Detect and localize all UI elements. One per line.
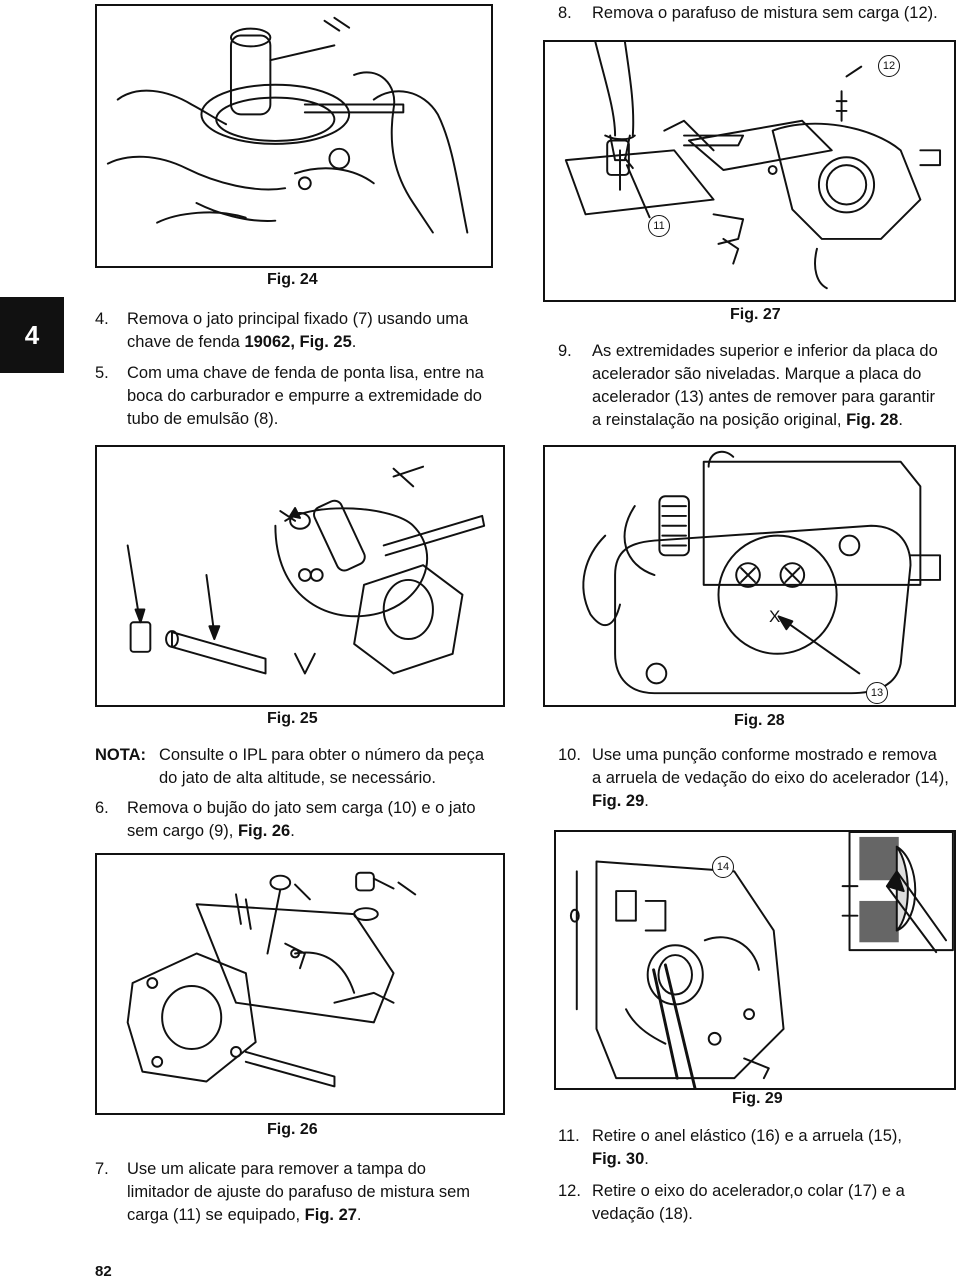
step-7-line-3-text: carga (11) se equipado, (127, 1206, 305, 1224)
step-6-reference: Fig. 26 (237, 822, 291, 840)
step-9-end: . (898, 411, 903, 429)
carburetor-jets-drawing (126, 871, 417, 1088)
step-6-line-2-text: sem cargo (9), (127, 822, 238, 840)
punch-seal-removal-drawing (569, 832, 954, 1088)
step-12-number: 12. (558, 1182, 581, 1200)
callout-13: 13 (866, 682, 888, 704)
throttle-plate-drawing (582, 450, 942, 695)
figure-26-illustration (95, 853, 505, 1115)
step-7-end: . (356, 1206, 362, 1224)
step-5-line-1: Com uma chave de fenda de ponta lisa, en… (127, 364, 484, 382)
figure-29-illustration: 14 (554, 830, 956, 1090)
step-4-number: 4. (95, 310, 109, 328)
step-4-line-2: chave de fenda 19062, Fig. 25. (127, 331, 356, 354)
step-9-line-4: a reinstalação na posição original, Fig.… (592, 409, 903, 432)
section-tab: 4 (0, 297, 64, 373)
step-5-line-2: boca do carburador e empurre a extremida… (127, 387, 482, 405)
step-5-number: 5. (95, 364, 109, 382)
pliers-limiter-cap-drawing (564, 42, 942, 290)
step-7-number: 7. (95, 1160, 109, 1178)
mark-x: X (769, 607, 781, 626)
step-9-line-2: acelerador são niveladas. Marque a placa… (592, 365, 922, 383)
step-8-line-1: Remova o parafuso de mistura sem carga (… (592, 4, 938, 22)
step-7-line-2: limitador de ajuste do parafuso de mistu… (127, 1183, 471, 1201)
nota-label: NOTA: (95, 746, 147, 764)
step-11-number: 11. (558, 1127, 580, 1145)
step-5-line-3: tubo de emulsão (8). (127, 410, 279, 428)
figure-26-caption: Fig. 26 (267, 1121, 318, 1138)
step-9-reference: Fig. 28 (846, 411, 899, 429)
step-6-line-1: Remova o bujão do jato sem carga (10) e … (127, 799, 476, 817)
step-9-line-3: acelerador (13) antes de remover para ga… (592, 388, 936, 406)
step-10-line-1: Use uma punção conforme mostrado e remov… (592, 746, 937, 764)
step-10-line-2: a arruela de vedação do eixo do acelerad… (592, 769, 949, 787)
step-11-end: . (644, 1150, 649, 1168)
figure-24-caption: Fig. 24 (267, 271, 318, 288)
step-7-reference: Fig. 27 (304, 1206, 357, 1224)
step-12-line-2: vedação (18). (592, 1205, 693, 1223)
step-11-line-1: Retire o anel elástico (16) e a arruela … (592, 1127, 902, 1145)
step-10-number: 10. (558, 746, 581, 764)
step-10-line-3: Fig. 29. (592, 790, 649, 813)
step-7-line-1: Use um alicate para remover a tampa do (127, 1160, 426, 1178)
figure-29-caption: Fig. 29 (732, 1090, 783, 1107)
step-11-line-2: Fig. 30. (592, 1148, 649, 1171)
step-6-end: . (290, 822, 295, 840)
figure-25-illustration (95, 445, 505, 707)
callout-11: 11 (648, 215, 670, 237)
step-4-line-2-text: chave de fenda (127, 333, 245, 351)
figure-27-illustration: 12 11 (543, 40, 956, 302)
figure-25-caption: Fig. 25 (267, 710, 318, 727)
callout-12: 12 (878, 55, 900, 77)
emulsion-tube-jet-drawing (126, 465, 486, 675)
step-4-end: . (351, 333, 357, 351)
nota-line-2: do jato de alta altitude, se necessário. (159, 769, 437, 787)
step-4-line-1: Remova o jato principal fixado (7) usand… (127, 310, 469, 328)
step-10-reference: Fig. 29 (592, 792, 645, 810)
step-8-number: 8. (558, 4, 572, 22)
step-9-line-1: As extremidades superior e inferior da p… (592, 342, 938, 360)
step-11-reference: Fig. 30 (592, 1150, 645, 1168)
nota-line-1: Consulte o IPL para obter o número da pe… (159, 746, 485, 764)
step-4-reference: 19062, Fig. 25 (244, 333, 352, 351)
figure-28-illustration: X 13 (543, 445, 956, 707)
step-9-line-4-text: a reinstalação na posição original, (592, 411, 847, 429)
figure-24-illustration (95, 4, 493, 268)
figure-27-caption: Fig. 27 (730, 306, 781, 323)
step-7-line-3: carga (11) se equipado, Fig. 27. (127, 1204, 362, 1227)
step-6-line-2: sem cargo (9), Fig. 26. (127, 820, 295, 843)
step-10-end: . (644, 792, 649, 810)
page-number: 82 (95, 1263, 112, 1280)
figure-28-caption: Fig. 28 (734, 712, 785, 729)
step-12-line-1: Retire o eixo do acelerador,o colar (17)… (592, 1182, 905, 1200)
callout-14: 14 (712, 856, 734, 878)
step-6-number: 6. (95, 799, 109, 817)
carburetor-hands-drawing (106, 16, 469, 234)
step-9-number: 9. (558, 342, 572, 360)
